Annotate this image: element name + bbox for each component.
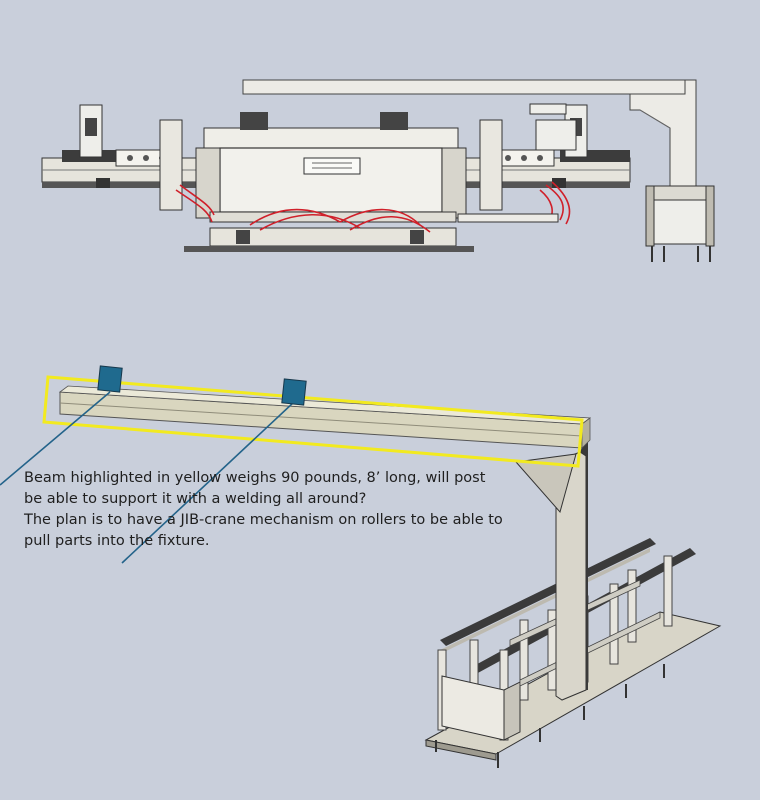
callout-marker-1 — [97, 365, 123, 393]
annotation-line-2: be able to support it with a welding all… — [24, 491, 367, 507]
callout-leader-2 — [121, 401, 295, 564]
isometric-view — [0, 365, 722, 768]
beam-highlight — [42, 375, 584, 468]
wiring-harness — [175, 181, 571, 233]
callout-marker-2 — [281, 378, 307, 406]
jib-post — [629, 79, 697, 193]
iso-rail-back — [440, 538, 656, 646]
nameplate — [303, 157, 361, 175]
fixture-side-view — [41, 79, 715, 262]
jib-overhead-beam — [242, 79, 686, 95]
iso-gusset — [515, 453, 577, 514]
annotation-line-1: Beam highlighted in yellow weighs 90 pou… — [24, 470, 486, 486]
annotation-line-4: pull parts into the fixture. — [24, 533, 210, 549]
callout-leader-1 — [0, 391, 111, 486]
annotation-text: Beam highlighted in yellow weighs 90 pou… — [24, 468, 504, 552]
annotation-line-3: The plan is to have a JIB-crane mechanis… — [24, 512, 503, 528]
post-carriage — [651, 199, 711, 245]
